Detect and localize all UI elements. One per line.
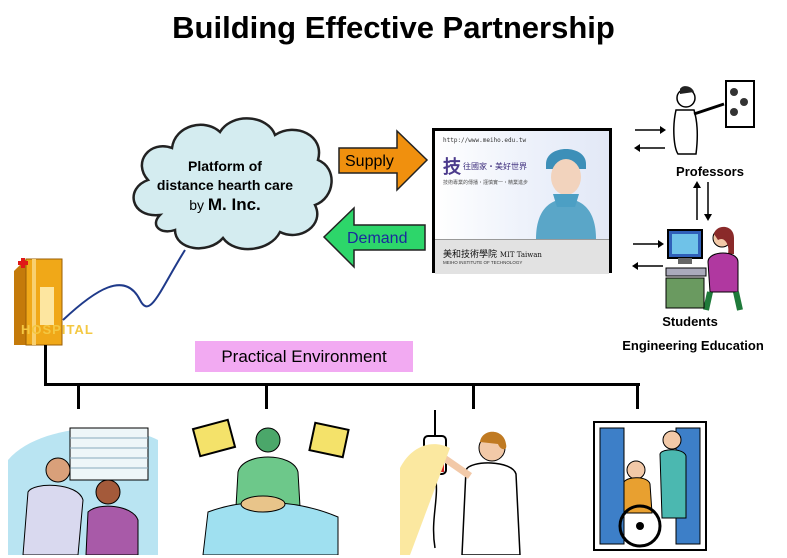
hospital-label: HOSPITAL bbox=[21, 322, 94, 337]
website-logo-char: 技 bbox=[443, 157, 461, 178]
branch-line-3 bbox=[472, 383, 475, 409]
professors-label: Professors bbox=[676, 164, 744, 179]
professor-student-arrows bbox=[693, 181, 712, 221]
demand-label: Demand bbox=[347, 230, 408, 247]
school-name-tag: MIT Taiwan bbox=[499, 251, 542, 259]
branch-line-2 bbox=[265, 383, 268, 409]
cloud-label: Platform of distance hearth care by M. I… bbox=[140, 157, 310, 215]
practical-environment-label: Practical Environment bbox=[195, 341, 413, 372]
nurse-photo bbox=[536, 149, 596, 239]
university-website: http://www.meiho.edu.tw 技 往國家・美好世界 技術專業的… bbox=[432, 128, 612, 274]
cloud-line-1: Platform of bbox=[188, 158, 262, 174]
doctor-patient-icon bbox=[8, 427, 158, 555]
branch-line-4 bbox=[636, 383, 639, 409]
engineering-education-label: Engineering Education bbox=[622, 338, 764, 353]
page-title: Building Effective Partnership bbox=[172, 10, 615, 45]
school-name-en: MEIHO INSTITUTE OF TECHNOLOGY bbox=[443, 260, 523, 265]
hospital-icon bbox=[14, 258, 63, 346]
professor-exchange-arrows bbox=[634, 126, 666, 152]
cloud-line-2: distance hearth care bbox=[156, 177, 294, 193]
environment-bus-line bbox=[44, 383, 640, 386]
supply-arrow bbox=[338, 129, 429, 192]
website-school-name: 美和技術學院 MIT Taiwan bbox=[443, 247, 542, 260]
demand-arrow bbox=[322, 206, 426, 269]
hospital-trunk-line bbox=[44, 345, 47, 385]
supply-label: Supply bbox=[345, 153, 394, 170]
branch-line-1 bbox=[77, 383, 80, 409]
wheelchair-icon bbox=[593, 421, 707, 551]
website-slogan-2: 技術專業的傳播・謹慎實一・精業進步 bbox=[443, 180, 529, 186]
website-slogan-1: 往國家・美好世界 bbox=[463, 162, 527, 171]
student-exchange-arrows bbox=[632, 240, 664, 270]
cloud-icon bbox=[132, 117, 333, 251]
students-label: Students bbox=[662, 314, 718, 329]
student-computer-icon bbox=[665, 226, 743, 311]
cloud-by: by bbox=[189, 197, 204, 213]
cloud-company: M. Inc. bbox=[207, 195, 261, 214]
website-url: http://www.meiho.edu.tw bbox=[443, 137, 527, 144]
professor-icon bbox=[673, 80, 755, 155]
network-link-line bbox=[62, 249, 186, 321]
school-name-cn: 美和技術學院 bbox=[443, 250, 498, 260]
surgery-icon bbox=[191, 418, 350, 555]
nurse-iv-icon bbox=[400, 410, 521, 555]
